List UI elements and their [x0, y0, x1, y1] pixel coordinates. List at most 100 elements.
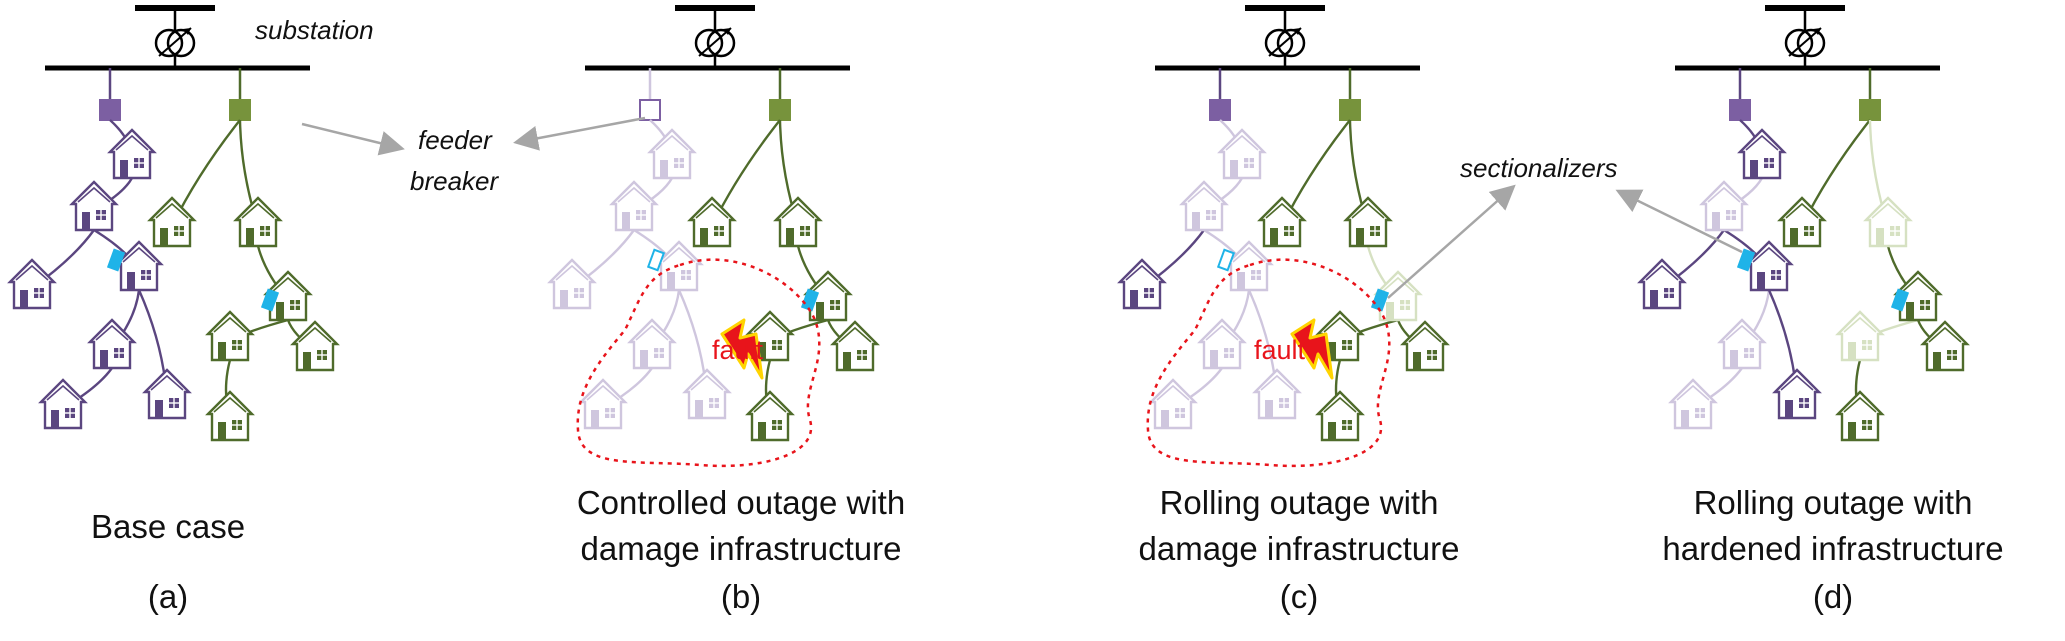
caption-b-line1: Controlled outage with: [577, 484, 905, 521]
house-icon-outline: [773, 196, 823, 248]
house-icon-door: [218, 422, 226, 440]
house-icon-roof-inner: [1901, 276, 1935, 293]
house-icon-door: [127, 272, 135, 290]
house-icon-roof-inner: [781, 202, 815, 219]
house-icon-door: [1848, 422, 1856, 440]
house-icon-outline: [609, 180, 659, 232]
house-icon-door: [660, 160, 668, 178]
house-icon: [7, 258, 57, 310]
house-icon: [38, 378, 88, 430]
house-icon-roof-inner: [271, 276, 305, 293]
house-icon: [1920, 320, 1970, 372]
house-icon-roof-inner: [122, 246, 156, 263]
substation-transformer-coil-1: [1264, 28, 1294, 58]
house-icon-roof-inner: [1232, 246, 1266, 263]
house-icon-roof-inner: [1928, 326, 1962, 343]
house-icon-outline: [1699, 180, 1749, 232]
house-icon-door: [695, 400, 703, 418]
house-icon-roof-inner: [150, 374, 184, 391]
house-icon-door: [1237, 272, 1245, 290]
house-icon: [773, 196, 823, 248]
house-icon-outline: [233, 196, 283, 248]
house-icon: [1343, 196, 1393, 248]
substation-transformer-coil-1: [1784, 28, 1814, 58]
house-icon-door: [1757, 272, 1765, 290]
house-icon: [107, 128, 157, 180]
house-icon-roof-inner: [46, 384, 80, 401]
substation-transformer-arrow: [698, 27, 732, 57]
house-icon-door: [1750, 160, 1758, 178]
substation-transformer-coil-1: [694, 28, 724, 58]
arrow-to-sectionalizers-c: [1387, 184, 1516, 299]
house-icon-door: [155, 400, 163, 418]
house-icon-door: [640, 350, 648, 368]
house-icon-roof-inner: [1843, 396, 1877, 413]
feeder-breaker-purple: [1209, 99, 1231, 121]
house-icon-door: [1413, 352, 1421, 370]
house-icon: [290, 320, 340, 372]
house-icon-roof-inner: [1871, 202, 1905, 219]
house-icon-outline: [1772, 368, 1822, 420]
house-icon-outline: [547, 258, 597, 310]
sectionalizer-green: [260, 288, 280, 312]
house-icon-outline: [69, 180, 119, 232]
house-icon-outline: [654, 240, 704, 292]
substation-transformer: [675, 5, 755, 68]
house-icon: [142, 368, 192, 420]
house-icon-door: [82, 212, 90, 230]
house-icon-door: [160, 228, 168, 246]
house-icon-outline: [1224, 240, 1274, 292]
caption-d-letter: (d): [1813, 578, 1853, 615]
house-icon-roof-inner: [1725, 324, 1759, 341]
panel-a: [7, 5, 340, 442]
house-icon-door: [560, 290, 568, 308]
panel-b: [547, 5, 880, 468]
house-icon: [114, 240, 164, 292]
house-icon-door: [816, 302, 824, 320]
house-icon-roof-inner: [1780, 374, 1814, 391]
house-icon-outline: [687, 196, 737, 248]
house-icon: [1772, 368, 1822, 420]
sectionalizer-purple: [106, 248, 126, 272]
house-icon-roof-inner: [635, 324, 669, 341]
house-icon-door: [1192, 212, 1200, 230]
house-icon-roof-inner: [1381, 276, 1415, 293]
house-icon-door: [1906, 302, 1914, 320]
house-icon-outline: [830, 320, 880, 372]
sectionalizer-purple: [1736, 248, 1756, 272]
panel-d: [1637, 5, 1970, 442]
house-icon-door: [1210, 350, 1218, 368]
substation-transformer: [1765, 5, 1845, 68]
house-icon: [1315, 390, 1365, 442]
house-icon-door: [667, 272, 675, 290]
house-icon-outline: [114, 240, 164, 292]
feeder-breaker-purple: [1729, 99, 1751, 121]
house-icon: [1148, 378, 1198, 430]
house-icon-roof-inner: [555, 264, 589, 281]
house-icon: [1835, 390, 1885, 442]
feeder-breaker-green: [229, 99, 251, 121]
caption-b-letter: (b): [721, 578, 761, 615]
fault-region-outline: [1146, 258, 1391, 468]
house-icon-roof-inner: [753, 396, 787, 413]
house-icon-roof-inner: [95, 324, 129, 341]
house-icon-door: [591, 410, 599, 428]
house-icon-roof-inner: [811, 276, 845, 293]
house-icon-roof-inner: [1225, 134, 1259, 151]
house-icon-door: [1848, 342, 1856, 360]
house-icon: [87, 318, 137, 370]
house-icon-door: [622, 212, 630, 230]
house-icon-door: [1790, 228, 1798, 246]
house-icon: [609, 180, 659, 232]
house-icon-outline: [1668, 378, 1718, 430]
house-icon-outline: [1744, 240, 1794, 292]
house-icon-door: [1785, 400, 1793, 418]
house-icon: [1737, 128, 1787, 180]
substation-transformer-arrow: [1788, 27, 1822, 57]
lightning-bolt-icon: [720, 318, 764, 380]
house-icon-roof-inner: [1351, 202, 1385, 219]
sectionalizer-green: [1890, 288, 1910, 312]
house-icon-roof-inner: [655, 134, 689, 151]
substation-transformer-coil-2: [166, 28, 196, 58]
